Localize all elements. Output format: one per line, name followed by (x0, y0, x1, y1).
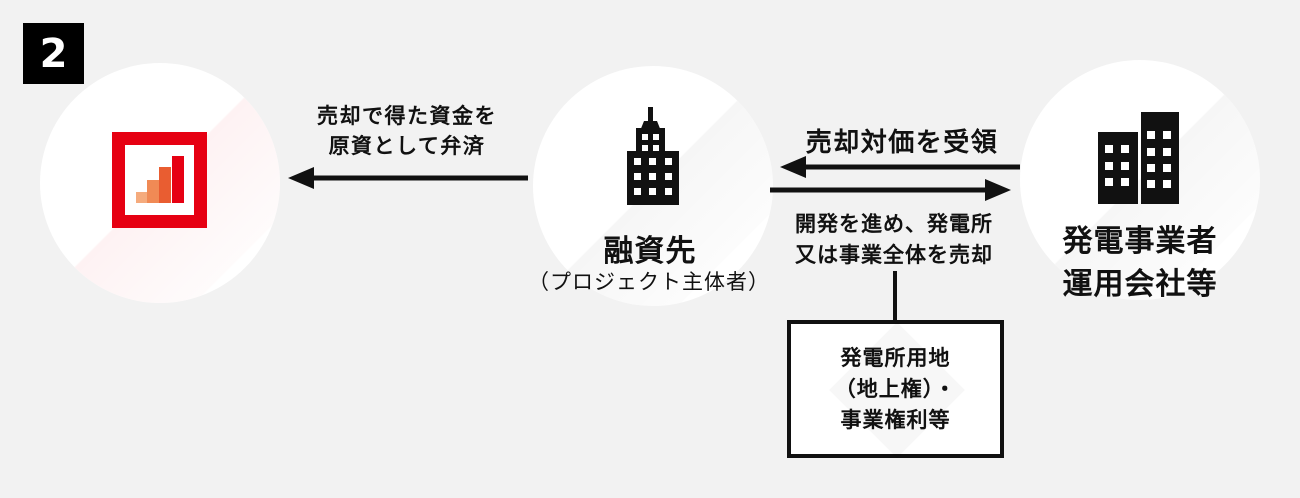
development-label-line2: 又は事業全体を売却 (795, 243, 993, 267)
borrower-label: 融資先 (603, 234, 697, 269)
office-building-icon (627, 107, 679, 205)
operator-label-line1: 発電事業者 (1062, 224, 1218, 259)
repayment-arrow (288, 167, 528, 189)
asset-box-line1: 発電所用地 (840, 345, 951, 370)
asset-box-line3: 事業権利等 (840, 407, 951, 432)
repayment-arrow-label: 売却で得た資金を 原資として弁済 (317, 101, 497, 161)
repayment-label-line1: 売却で得た資金を (317, 104, 497, 128)
two-buildings-icon (1098, 112, 1179, 204)
borrower-sublabel: （プロジェクト主体者） (528, 270, 770, 294)
development-arrow (770, 179, 1011, 201)
asset-box: 発電所用地 （地上権）・ 事業権利等 (787, 320, 1004, 458)
consideration-arrow (780, 156, 1020, 178)
step-number-badge: 2 (23, 23, 84, 84)
development-label-line1: 開発を進め、発電所 (795, 212, 993, 236)
operator-node (1020, 60, 1260, 300)
bar-chart-logo-icon (112, 132, 207, 228)
operator-label-line2: 運用会社等 (1062, 267, 1218, 302)
asset-box-line2: （地上権）・ (834, 376, 957, 401)
repayment-label-line2: 原資として弁済 (328, 134, 486, 158)
consideration-arrow-label: 売却対価を受領 (805, 128, 999, 158)
development-arrow-label: 開発を進め、発電所 又は事業全体を売却 (795, 209, 993, 271)
operator-label: 発電事業者 運用会社等 (1063, 220, 1218, 306)
